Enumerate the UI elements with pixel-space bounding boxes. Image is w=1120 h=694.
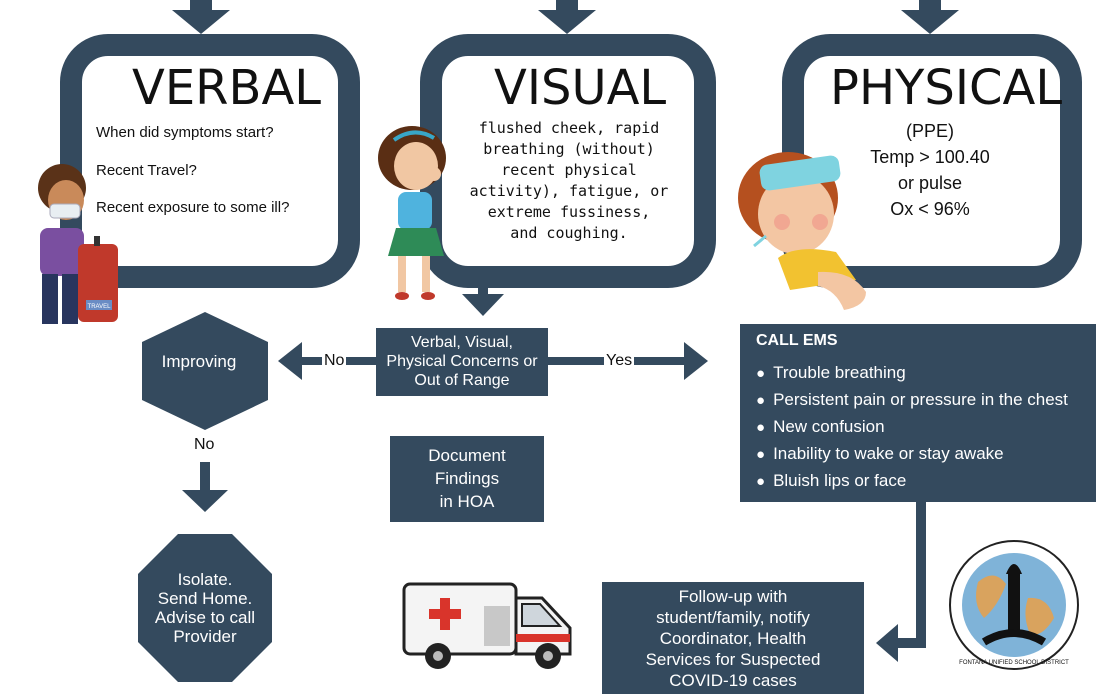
luggage-tag — [86, 300, 112, 310]
girl-coughing-illustration — [378, 126, 446, 300]
visual-frame — [420, 34, 716, 288]
top-arrow-stem-visual — [556, 0, 578, 12]
document-box — [390, 436, 544, 522]
top-arrow-head-visual — [538, 10, 596, 34]
followup-arrow-head — [876, 624, 898, 662]
call-ems-list: Trouble breathing Persistent pain or pre… — [756, 360, 1068, 495]
no-down-stem — [200, 462, 210, 492]
no-down-head — [182, 490, 228, 512]
yes-right-label: Yes — [604, 352, 635, 370]
improving-hexagon — [142, 312, 268, 430]
no-left-label: No — [322, 352, 347, 370]
ems-elbow-line — [890, 638, 926, 648]
ems-item: Trouble breathing — [756, 360, 1068, 387]
ems-item: Inability to wake or stay awake — [756, 441, 1068, 468]
ems-item: Bluish lips or face — [756, 468, 1068, 495]
school-district-seal: FONTANA UNIFIED SCHOOL DISTRICT — [949, 540, 1079, 670]
no-left-head — [278, 342, 302, 380]
boy-with-mask-illustration: TRAVEL — [38, 164, 118, 324]
call-ems-title: CALL EMS — [756, 332, 838, 349]
seal-text: FONTANA UNIFIED SCHOOL DISTRICT — [959, 660, 1069, 666]
physical-title: PHYSICAL — [830, 60, 1063, 116]
top-arrow-head-verbal — [172, 10, 230, 34]
top-arrow-stem-verbal — [190, 0, 212, 12]
visual-to-decision-stem — [478, 284, 488, 296]
ems-down-line — [916, 500, 926, 648]
top-arrow-stem-physical — [919, 0, 941, 12]
decision-box — [376, 328, 548, 396]
yes-right-head — [684, 342, 708, 380]
ems-item: Persistent pain or pressure in the chest — [756, 387, 1068, 414]
no-down-label: No — [192, 436, 217, 454]
sick-boy-illustration — [738, 152, 866, 310]
visual-title: VISUAL — [494, 60, 667, 116]
visual-to-decision-head — [462, 294, 504, 316]
verbal-question-3: Recent exposure to some ill? — [96, 199, 290, 216]
ems-item: New confusion — [756, 414, 1068, 441]
ambulance-illustration — [402, 582, 572, 669]
improving-label: Improving — [161, 352, 237, 371]
verbal-question-1: When did symptoms start? — [96, 124, 274, 141]
verbal-frame — [60, 34, 360, 288]
followup-box — [602, 582, 864, 694]
verbal-question-2: Recent Travel? — [96, 162, 197, 179]
isolate-octagon — [138, 534, 272, 682]
verbal-title: VERBAL — [132, 60, 322, 116]
luggage-tag-label: TRAVEL — [88, 304, 112, 310]
top-arrow-head-physical — [901, 10, 959, 34]
